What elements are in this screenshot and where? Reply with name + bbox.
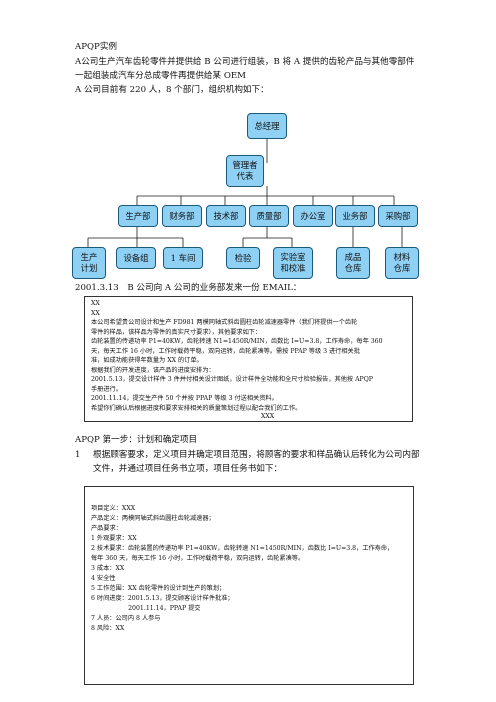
email-line: 2001.11.14，提交生产件 50 个并按 PPAP 等级 3 付送相关资料…: [91, 395, 278, 402]
task-line: 8 风险：XX: [91, 625, 125, 632]
org-rep-label-1: 管理者: [232, 160, 258, 170]
email-line: 天，每天工作 16 小时，工作时载荷平稳，双向运转，齿轮紧凑等。需按 PPAP …: [91, 347, 360, 355]
intro-line-2: 一起组装成汽车分总成零件再提供给某 OEM: [75, 71, 246, 81]
org-dept-office: 办公室: [293, 205, 333, 227]
task-line: 6 时间进度：2001.5.13，提交顾客设计样件批准；: [91, 595, 234, 602]
task-line: 1 外观要求：XX: [91, 535, 137, 542]
org-dept-label: 办公室: [300, 210, 326, 221]
org-dept-finance: 财务部: [162, 205, 202, 227]
task-line: 产品定义：两模同轴式斜齿圆柱齿轮减速器；: [91, 515, 215, 522]
org-dept-quality: 质量部: [249, 205, 289, 227]
email-line: XX: [91, 309, 100, 317]
org-sub-finished-goods-warehouse: 成品 仓库: [336, 247, 370, 279]
email-line: 希望你们确认后根据进度和要求安排相关的质量策划过程以配合我们的工作。: [91, 404, 302, 412]
org-dept-label: 质量部: [256, 210, 282, 221]
email-line: 本公司希望贵公司设计和生产 FD981 两模同轴式斜齿圆柱齿轮减速器零件（我们将…: [91, 319, 358, 326]
task-line: 2001.11.14，PPAP 提交: [91, 605, 201, 612]
email-line: 手册进行。: [91, 385, 122, 393]
step1-heading: APQP 第一步：计划和确定项目: [75, 435, 198, 445]
email-heading: 2001.3.13 B 公司向 A 公司的业务部发来一份 EMAIL：: [75, 283, 302, 293]
org-sub-label: 1 车间: [170, 252, 196, 263]
org-dept-sales: 业务部: [335, 205, 375, 227]
step1-item-line-1: 根据顾客要求，定义项目并确定项目范围，将顾客的要求和样品确认后转化为公司内部: [93, 450, 420, 460]
org-dept-label: 生产部: [125, 210, 151, 221]
org-sub-label: 设备组: [123, 252, 149, 263]
email-box: XX XX 本公司希望贵公司设计和生产 FD981 两模同轴式斜齿圆柱齿轮减速器…: [84, 296, 413, 422]
project-task-box: 项目定义：XXX 产品定义：两模同轴式斜齿圆柱齿轮减速器； 产品要求： 1 外观…: [84, 486, 414, 685]
doc-title: APQP实例: [75, 42, 118, 52]
org-sub-label-2: 计划: [80, 263, 98, 273]
org-sub-workshop-1: 1 车间: [163, 247, 203, 269]
org-management-rep-box: 管理者 代表: [226, 155, 264, 187]
org-sub-lab-calibration: 实验室 和校准: [273, 247, 313, 279]
task-line: 2 技术要求：齿轮装置的传递功率 P1=40KW，齿轮转速 N1=1450R/M…: [91, 545, 394, 552]
org-ceo-label: 总经理: [254, 120, 280, 131]
org-sub-label-2: 仓库: [344, 263, 362, 273]
org-sub-label-2: 仓库: [393, 263, 411, 273]
org-sub-label-1: 材料: [393, 252, 411, 262]
step1-item-line-2: 文件，并通过项目任务书立项，项目任务书如下：: [93, 464, 283, 474]
email-line: XX: [91, 300, 100, 307]
org-dept-label: 财务部: [169, 210, 195, 221]
task-line: 5 工作范围：XX 齿轮零件的设计到生产的策划；: [91, 585, 226, 592]
task-line: 项目定义：XXX: [91, 505, 136, 512]
org-sub-production-planning: 生产 计划: [72, 247, 106, 279]
org-sub-label-2: 和校准: [280, 263, 306, 273]
email-signature: XXX: [261, 413, 275, 420]
org-dept-purchasing: 采购部: [378, 205, 418, 227]
org-dept-label: 技术部: [213, 210, 239, 221]
org-sub-material-warehouse: 材料 仓库: [385, 247, 419, 279]
org-sub-label-1: 实验室: [280, 252, 306, 262]
intro-line-3: A 公司目前有 220 人，8 个部门，组织机构如下：: [75, 85, 269, 95]
email-line: 根据我们的开发进度，该产品的进度安排为：: [91, 366, 215, 374]
task-line: 4 安全性: [91, 575, 116, 582]
email-line: 齿轮装置的传递功率 P1=40KW，齿轮转速 N1=1450R/MIN，齿数比 …: [91, 338, 383, 345]
email-line: 准，如成功能获得年数量为 XX 的订单。: [91, 357, 203, 364]
org-ceo-box: 总经理: [247, 113, 287, 139]
org-sub-inspection: 检验: [226, 247, 260, 269]
org-dept-label: 采购部: [385, 210, 411, 221]
org-sub-label: 检验: [234, 252, 252, 263]
email-line: 零件的样品，该样品为零件的真实尺寸要求），其他要求如下：: [91, 328, 262, 336]
task-line: 3 成本：XX: [91, 565, 125, 572]
step1-item-number: 1: [75, 450, 81, 460]
org-sub-label-1: 成品: [344, 252, 362, 262]
email-line: 2001.5.13，提交设计样件 3 件并付相关设计图纸，设计样件全功能和全尺寸…: [91, 376, 373, 383]
org-sub-equipment-group: 设备组: [116, 247, 156, 269]
task-line: 7 人员：公司内 8 人参与: [91, 615, 161, 622]
org-dept-label: 业务部: [342, 210, 368, 221]
org-sub-label-1: 生产: [80, 252, 98, 262]
task-line: 产品要求：: [91, 525, 122, 532]
intro-line-1: A公司生产汽车齿轮零件并提供给 B 公司进行组装，B 将 A 提供的齿轮产品与其…: [75, 57, 415, 67]
org-rep-label-2: 代表: [236, 171, 254, 181]
org-dept-production: 生产部: [118, 205, 158, 227]
task-line: 每年 360 天，每天工作 16 小时，工作时载荷平稳，双向运转，齿轮紧凑等。: [91, 555, 305, 562]
org-dept-technology: 技术部: [206, 205, 246, 227]
